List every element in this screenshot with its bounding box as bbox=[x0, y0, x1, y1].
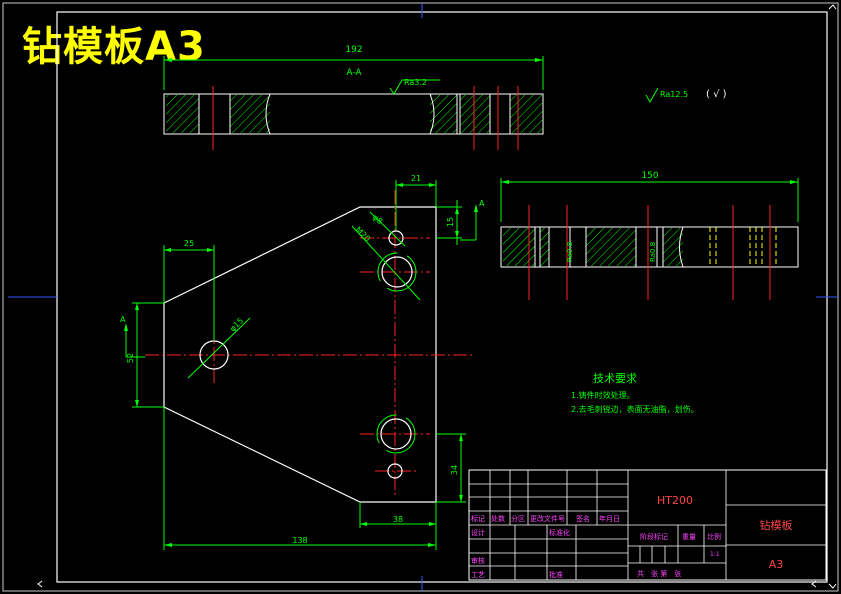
dim-right-width: 150 bbox=[641, 171, 658, 181]
roughness-r1: Ra0.8 bbox=[566, 242, 574, 262]
tb-ratio: 比例 bbox=[707, 532, 721, 541]
tb-mark: 标记 bbox=[471, 514, 485, 523]
section-mark-left: A bbox=[120, 315, 126, 324]
side-view: 150 Ra0.8 Ra0.8 bbox=[500, 171, 799, 300]
tech-line-2: 2.去毛刺锐边，表面无油脂，划伤。 bbox=[571, 404, 699, 414]
tb-craft: 工艺 bbox=[471, 571, 485, 579]
roughness-symbol bbox=[645, 87, 659, 104]
plan-view: φ8 M20 φ15 21 15 bbox=[120, 174, 485, 550]
label-m20: M20 bbox=[354, 225, 372, 243]
tb-doc: 更改文件号 bbox=[530, 514, 565, 523]
dim-34: 34 bbox=[450, 465, 459, 475]
tb-check: 审核 bbox=[471, 556, 485, 565]
tb-count: 处数 bbox=[491, 514, 505, 523]
roughness-r2: Ra0.8 bbox=[649, 242, 657, 262]
tb-material: HT200 bbox=[657, 494, 693, 507]
tb-sheet-size: A3 bbox=[769, 558, 784, 571]
dim-25: 25 bbox=[184, 239, 194, 248]
title-block: 标记 处数 分区 更改文件号 签名 年月日 设计 标准化 审核 工艺 批准 阶段… bbox=[468, 469, 827, 581]
centering-marks bbox=[8, 3, 838, 591]
technical-requirements: 技术要求 1.铸件时效处理。 2.去毛刺锐边，表面无油脂，划伤。 bbox=[571, 372, 699, 414]
tb-sheets: 共 张 第 张 bbox=[637, 569, 681, 578]
roughness-general: Ra12.5 bbox=[660, 90, 688, 99]
tech-heading: 技术要求 bbox=[593, 372, 637, 385]
tb-part-name: 钻模板 bbox=[760, 518, 793, 532]
tb-weight: 重量 bbox=[682, 533, 696, 541]
tb-sign: 签名 bbox=[576, 514, 590, 523]
tb-date: 年月日 bbox=[599, 514, 620, 523]
dim-15: 15 bbox=[446, 217, 455, 227]
section-label: A-A bbox=[346, 68, 362, 78]
roughness-section: Ra3.2 bbox=[404, 78, 427, 87]
dim-top-width: 192 bbox=[345, 45, 362, 55]
dim-21: 21 bbox=[411, 174, 421, 183]
tb-stage: 阶段标记 bbox=[640, 532, 668, 541]
tb-approve: 批准 bbox=[549, 570, 563, 579]
dim-138: 138 bbox=[292, 536, 307, 545]
dim-38: 38 bbox=[393, 515, 403, 524]
section-mark-right: A bbox=[479, 199, 485, 208]
tb-std: 标准化 bbox=[549, 528, 570, 537]
tech-line-1: 1.铸件时效处理。 bbox=[571, 390, 635, 400]
tb-scale: 1:1 bbox=[710, 551, 720, 558]
tb-zone: 分区 bbox=[511, 514, 525, 523]
roughness-suffix: ( √ ) bbox=[706, 89, 727, 100]
tb-design: 设计 bbox=[471, 528, 485, 537]
section-view-a-a: 192 A-A Ra3.2 bbox=[163, 45, 544, 150]
label-phi15: φ15 bbox=[228, 316, 245, 333]
dim-52: 52 bbox=[126, 353, 135, 363]
drawing-title: 钻模板A3 bbox=[22, 24, 206, 70]
